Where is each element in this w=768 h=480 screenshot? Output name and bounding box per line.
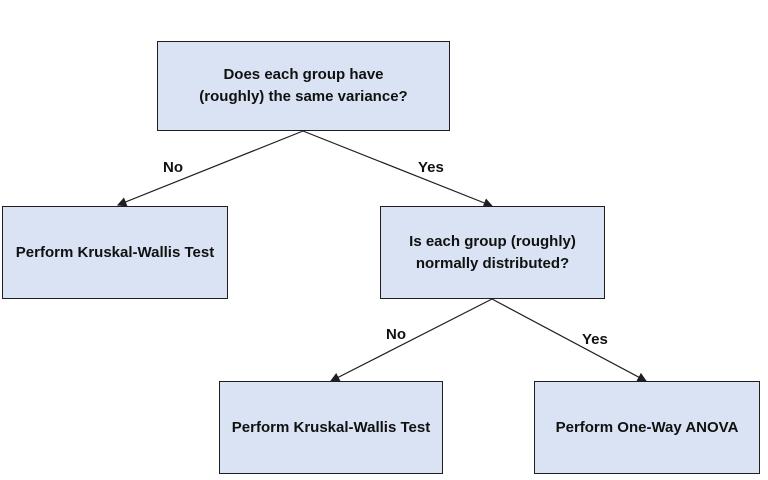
edge-label-no-1: No [163,159,183,176]
edge-normality-to-anova [491,298,648,382]
result-kruskal-wallis-1: Perform Kruskal-Wallis Test [2,206,228,299]
edge-normality-to-kruskal [329,298,493,382]
question-line-2: (roughly) the same variance? [199,88,408,105]
question-line-1: Is each group (roughly) [409,232,576,250]
result-one-way-anova: Perform One-Way ANOVA [534,381,760,474]
question-line-2: normally distributed? [415,254,570,272]
edge-label-no-2: No [386,326,406,343]
edge-root-to-normality [302,130,494,208]
edge-label-yes-2: Yes [582,331,608,348]
edge-root-to-kruskal [116,130,304,207]
result-label: Perform Kruskal-Wallis Test [231,418,431,436]
edge-label-yes-1: Yes [418,159,444,176]
question-normal-distribution: Is each group (roughly) normally distrib… [380,206,605,299]
question-line-1: Does each group have [223,66,384,83]
result-kruskal-wallis-2: Perform Kruskal-Wallis Test [219,381,443,474]
question-equal-variance: Does each group have (roughly) the same … [157,41,450,131]
result-label: Perform Kruskal-Wallis Test [15,243,215,261]
result-label: Perform One-Way ANOVA [555,418,739,436]
